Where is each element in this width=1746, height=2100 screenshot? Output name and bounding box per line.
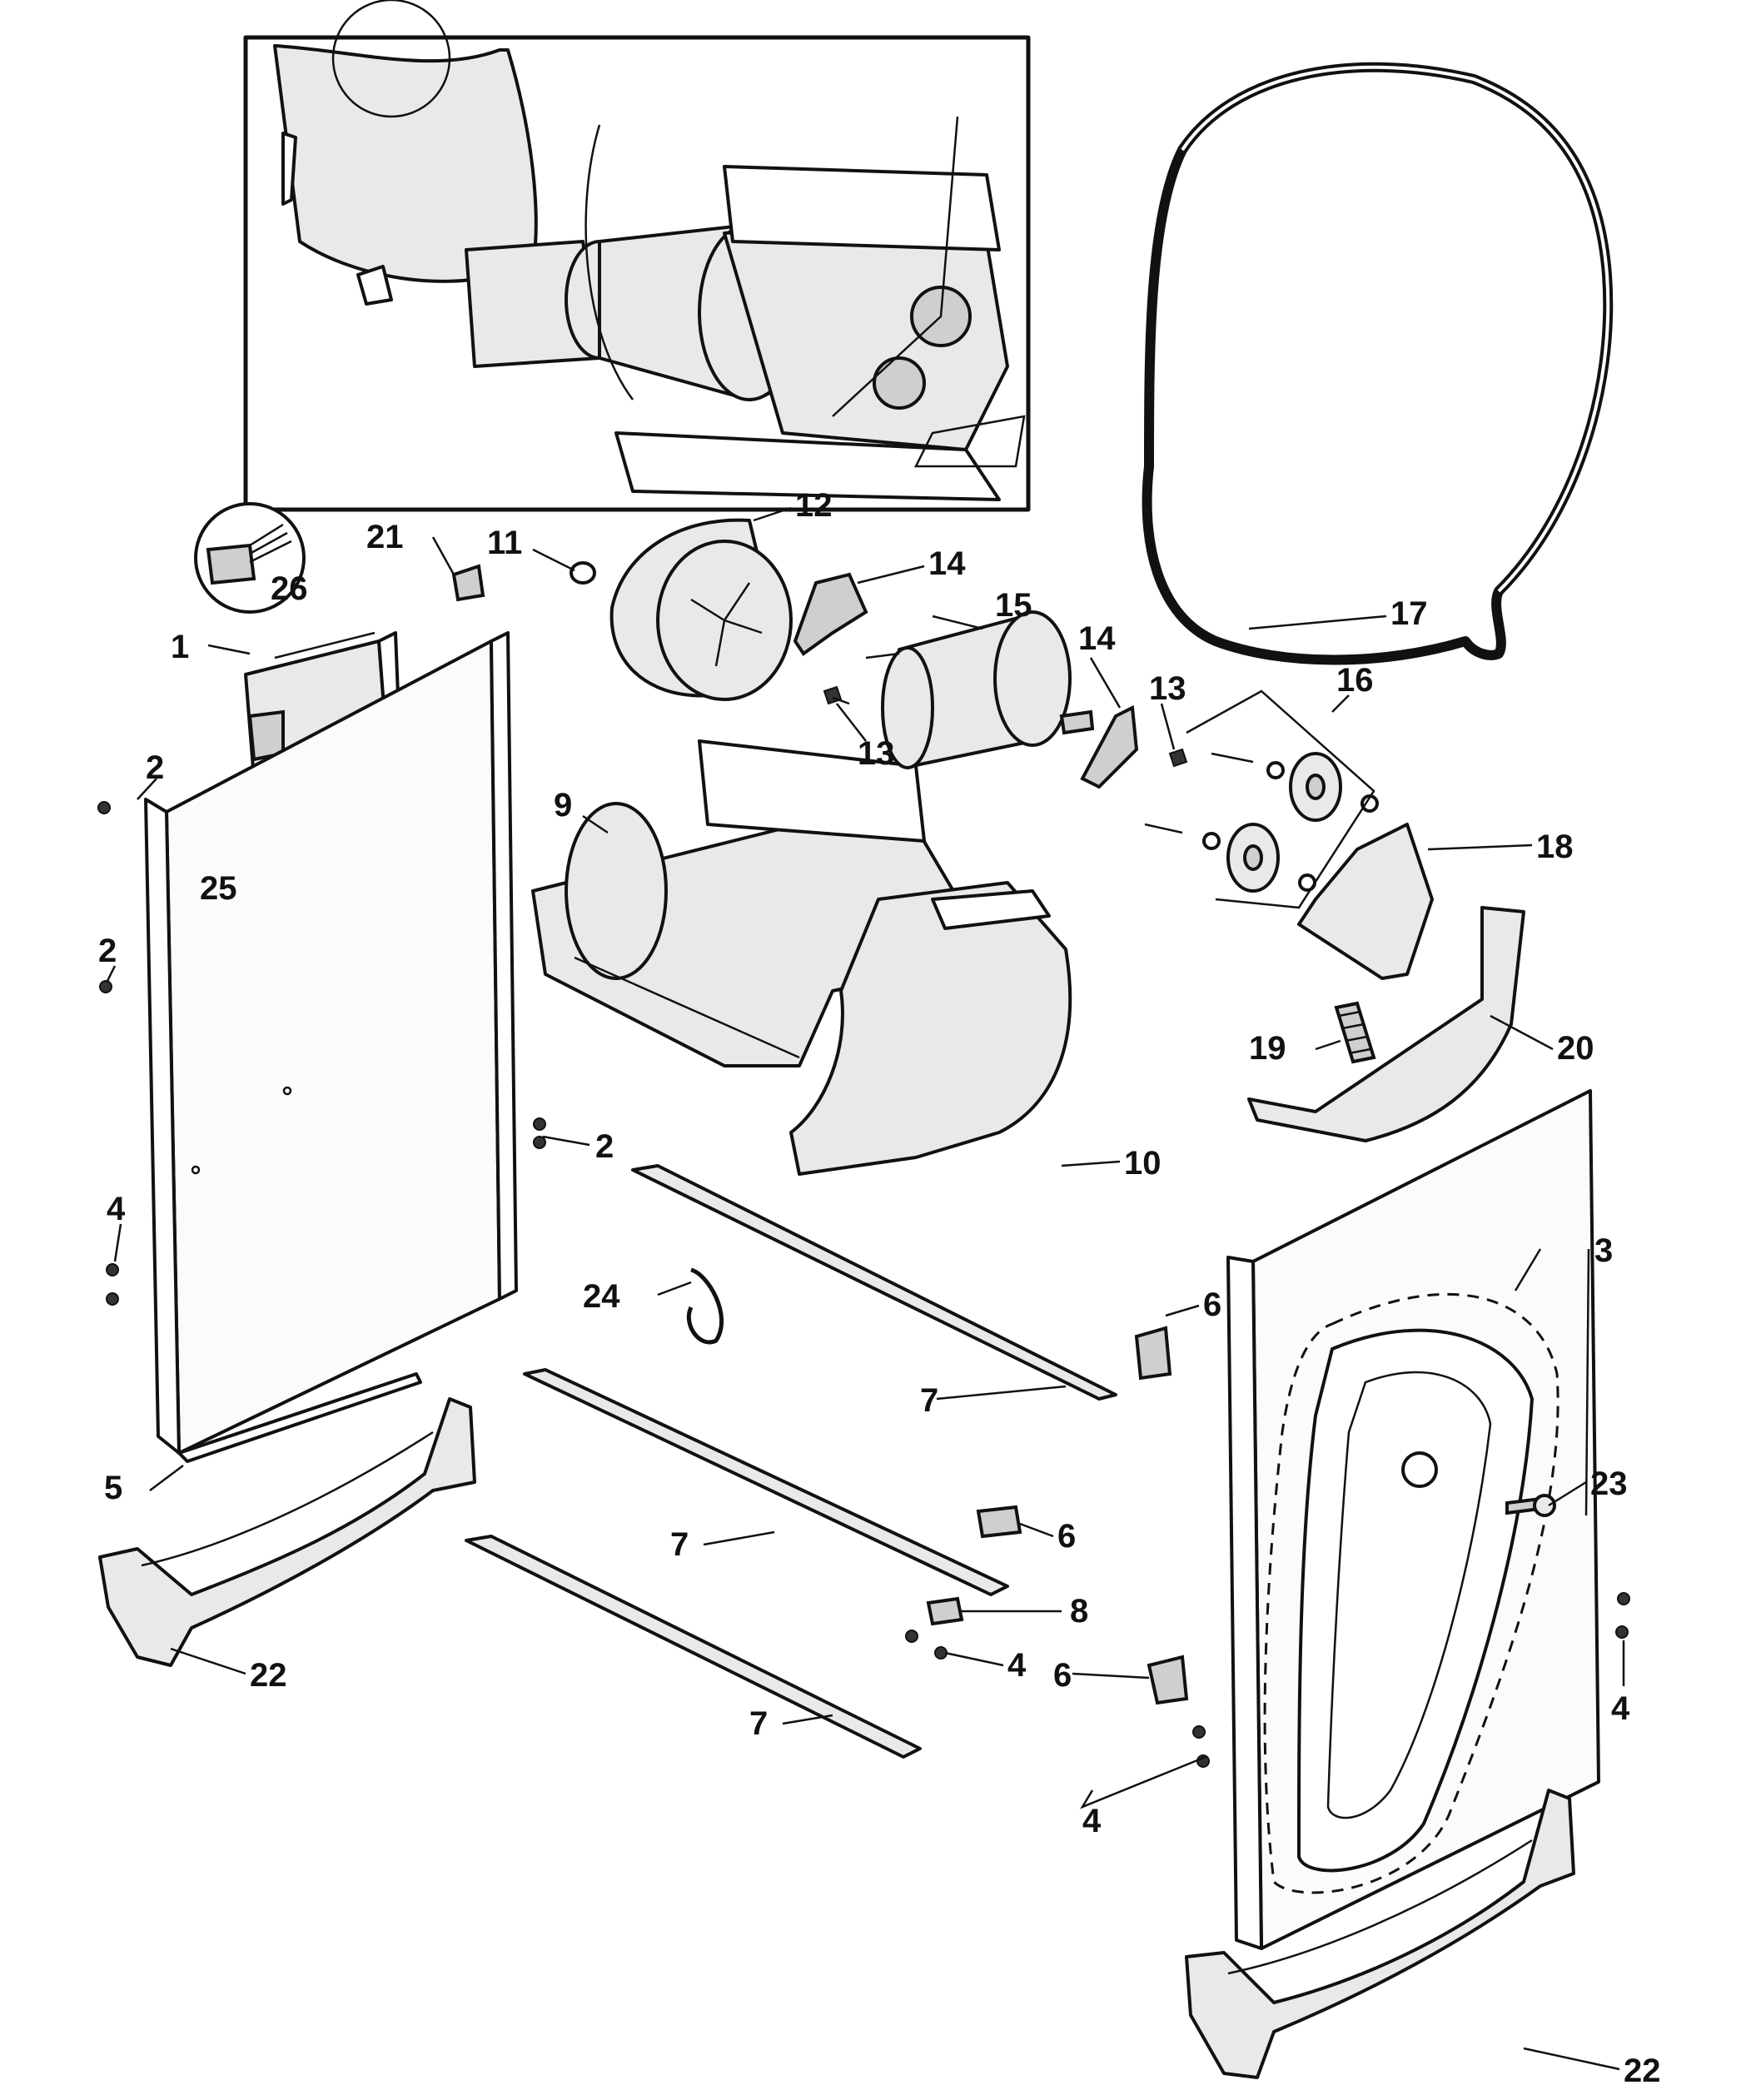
callout-19: 19 <box>1249 1030 1286 1067</box>
part-blower-wheel <box>609 518 793 701</box>
part-rear-panel <box>1226 1089 1600 1950</box>
callout-15: 15 <box>995 587 1032 624</box>
callout-5: 5 <box>104 1470 122 1506</box>
part-wire-harness-24 <box>686 1267 724 1345</box>
part-thermal-fuse-21 <box>451 564 485 602</box>
callout-3: 3 <box>1594 1232 1613 1269</box>
callout-17: 17 <box>1390 595 1428 632</box>
callout-14-left: 14 <box>928 545 966 582</box>
part-bracket-6b <box>976 1505 1022 1539</box>
callout-11: 11 <box>487 525 522 561</box>
callout-2-middle: 2 <box>98 933 117 969</box>
callout-8: 8 <box>1070 1593 1088 1630</box>
part-bearing-pin <box>1505 1494 1556 1517</box>
part-front-panel <box>144 631 518 1463</box>
callout-2-top: 2 <box>146 749 164 786</box>
part-rail-middle <box>523 1368 1009 1596</box>
part-screws-4 <box>106 1263 1630 1768</box>
part-screw-13a <box>823 685 850 705</box>
part-motor-bracket <box>1247 906 1525 1142</box>
callout-13-left: 13 <box>858 735 895 772</box>
callout-4-center: 4 <box>1007 1647 1027 1684</box>
part-base-right <box>1185 1789 1575 2079</box>
callout-4-left: 4 <box>107 1191 126 1227</box>
part-bracket-6a <box>1134 1326 1172 1381</box>
callout-25: 25 <box>200 870 237 907</box>
callout-10: 10 <box>1124 1145 1162 1182</box>
inset-assembly-view <box>243 0 1031 512</box>
part-connector-detail-26 <box>194 502 306 614</box>
callout-6-middle: 6 <box>1057 1518 1076 1555</box>
callout-12: 12 <box>795 487 833 524</box>
callout-22-right: 22 <box>1624 2053 1661 2089</box>
callout-16: 16 <box>1336 662 1374 699</box>
part-bracket-6c <box>1147 1655 1189 1705</box>
callout-14-right: 14 <box>1078 620 1116 657</box>
callout-1: 1 <box>171 629 189 665</box>
callout-2-right: 2 <box>595 1128 614 1165</box>
callout-13-right: 13 <box>1149 670 1186 707</box>
callout-21: 21 <box>366 519 404 555</box>
callout-20: 20 <box>1557 1030 1594 1067</box>
part-clip-8 <box>926 1596 964 1626</box>
callout-7-bottom: 7 <box>749 1705 768 1742</box>
part-screw-13b <box>1168 748 1188 768</box>
part-exhaust-duct <box>789 881 1072 1176</box>
callout-6-bottom: 6 <box>1053 1657 1072 1694</box>
part-idler-bracket <box>1297 823 1434 980</box>
leader-lines <box>105 506 1625 2071</box>
part-clip-11 <box>570 561 596 585</box>
part-rail-lower <box>465 1535 922 1759</box>
part-drive-motor <box>865 610 1095 769</box>
callout-7-middle: 7 <box>670 1526 689 1563</box>
callout-24: 24 <box>583 1278 620 1315</box>
callout-4-bottom: 4 <box>1082 1803 1102 1839</box>
part-drive-belt <box>1142 62 1614 665</box>
part-base-left <box>98 1397 476 1667</box>
callout-4-right: 4 <box>1611 1690 1630 1727</box>
part-idler-spring <box>1334 1001 1376 1064</box>
part-idler-pulley-kit <box>1144 689 1379 909</box>
part-motor-mount-front <box>793 572 868 656</box>
callout-7-top: 7 <box>920 1382 938 1419</box>
callout-23: 23 <box>1590 1466 1628 1502</box>
callout-labels: 1 2 2 2 3 4 4 4 4 5 6 6 6 7 7 7 8 9 10 1… <box>98 487 1661 2089</box>
part-blower-housing <box>531 739 955 1067</box>
callout-22-left: 22 <box>250 1657 287 1694</box>
part-motor-mount-rear <box>1080 704 1139 789</box>
part-screws-2 <box>97 801 546 1149</box>
callout-26: 26 <box>271 570 308 607</box>
callout-9: 9 <box>554 787 572 824</box>
part-rail-upper <box>631 1164 1117 1401</box>
callout-6-top: 6 <box>1203 1286 1221 1323</box>
callout-18: 18 <box>1536 829 1574 865</box>
